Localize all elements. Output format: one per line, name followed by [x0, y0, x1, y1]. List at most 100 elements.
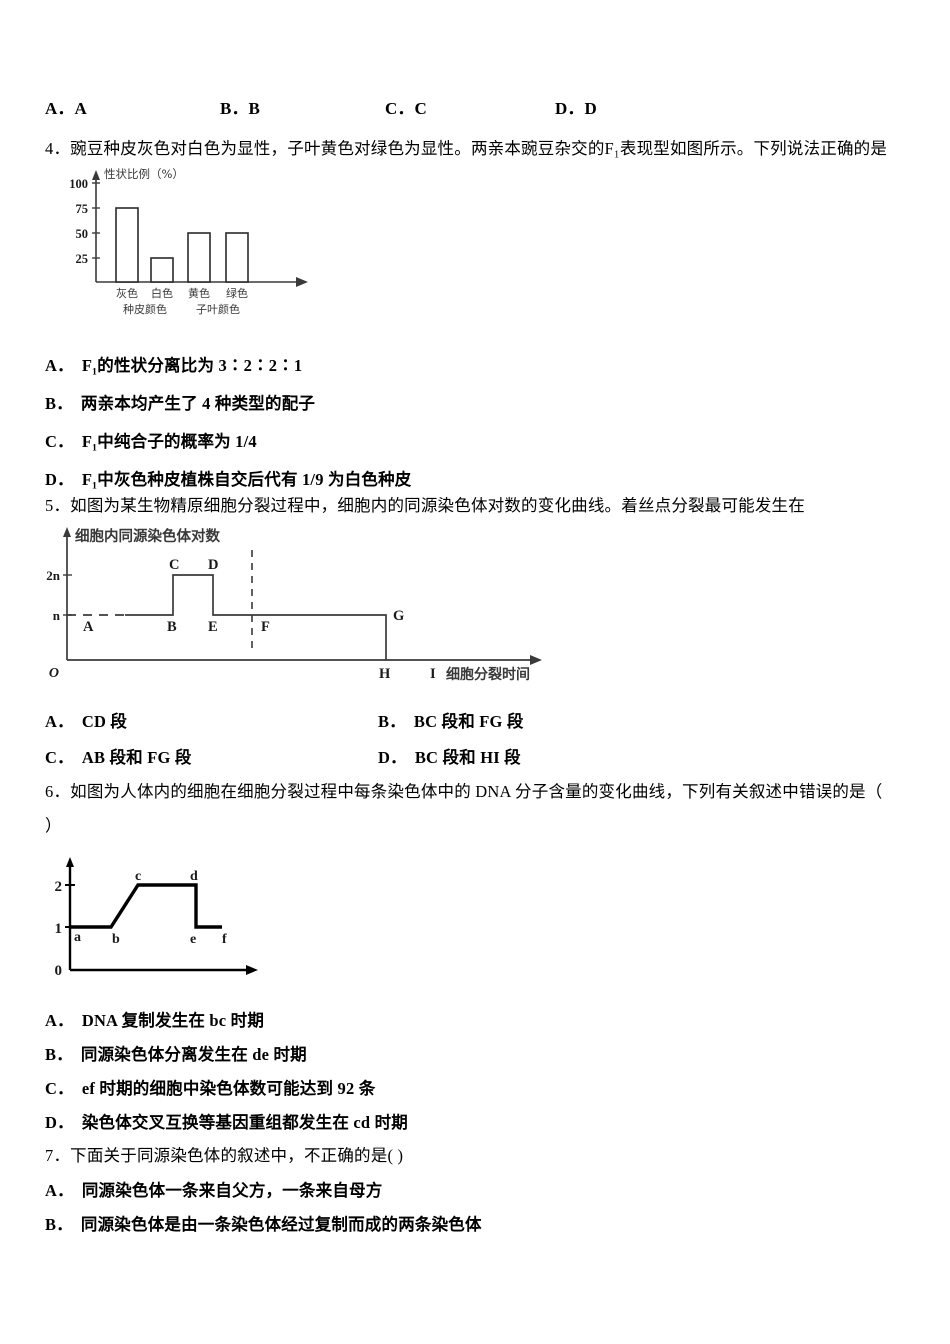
q4-option-b: B． 两亲本均产生了 4 种类型的配子	[45, 390, 315, 414]
ytick-100: 100	[69, 177, 88, 191]
q5-option-c-text: AB 段和 FG 段	[81, 748, 192, 767]
previous-question-options-row: A．A B．B C．C D．D	[45, 99, 905, 119]
q6-option-d-label: D．	[45, 1113, 74, 1132]
q4-option-d-label: D．	[45, 470, 74, 489]
q4-bar-chart-figure: 100 75 50 25 性状比例（%） 灰色 白色 黄色 绿色 种皮颜色 子叶…	[48, 165, 328, 330]
question-7-stem: 7．下面关于同源染色体的叙述中，不正确的是( )	[45, 1142, 915, 1166]
q7-option-b-label: B．	[45, 1215, 73, 1234]
question-5-number: 5．	[45, 496, 71, 515]
q5-option-c: C． AB 段和 FG 段	[45, 744, 192, 768]
point-F: F	[261, 619, 270, 635]
ytick-50: 50	[76, 227, 89, 241]
q6-option-b-label: B．	[45, 1045, 73, 1064]
question-6-stem-continued: ）	[45, 816, 62, 835]
q5-option-b-text: BC 段和 FG 段	[413, 712, 524, 731]
q7-option-a: A． 同源染色体一条来自父方，一条来自母方	[45, 1177, 382, 1201]
q6-option-c-label: C．	[45, 1079, 74, 1098]
point-C: C	[169, 557, 179, 573]
ytick-2n: 2n	[46, 568, 61, 583]
q4-option-a-text: F₁的性状分离比为 3∶2∶2∶1	[81, 356, 303, 375]
point-B: B	[167, 619, 177, 635]
ytick-1: 1	[55, 921, 63, 937]
q4-option-d: D． F₁中灰色种皮植株自交后代有 1/9 为白色种皮	[45, 466, 412, 490]
bar-white	[150, 257, 174, 283]
cat-green: 绿色	[226, 286, 248, 300]
dna-curve	[71, 883, 222, 929]
q6-option-b: B． 同源染色体分离发生在 de 时期	[45, 1041, 307, 1065]
cat-gray: 灰色	[116, 286, 138, 300]
q4-option-b-text: 两亲本均产生了 4 种类型的配子	[80, 394, 316, 413]
ytick-0: 0	[55, 963, 63, 979]
point-f: f	[222, 932, 227, 947]
q6-option-a: A． DNA 复制发生在 bc 时期	[45, 1007, 264, 1031]
q6-option-a-label: A．	[45, 1011, 74, 1030]
cat-yellow: 黄色	[188, 286, 210, 300]
question-4-number: 4．	[45, 139, 71, 158]
q5-option-b-label: B．	[378, 712, 406, 731]
chart-title: 细胞内同源染色体对数	[75, 527, 220, 545]
option-a: A．A	[45, 99, 87, 118]
question-5-stem: 5．如图为某生物精原细胞分裂过程中，细胞内的同源染色体对数的变化曲线。着丝点分裂…	[45, 492, 915, 516]
ytick-2: 2	[55, 879, 63, 895]
question-4-text: 豌豆种皮灰色对白色为显性，子叶黄色对绿色为显性。两亲本豌豆杂交的F₁表现型如图所…	[70, 139, 888, 158]
question-6-text: 如图为人体内的细胞在细胞分裂过程中每条染色体中的 DNA 分子含量的变化曲线，下…	[70, 782, 883, 801]
q5-option-d-label: D．	[378, 748, 407, 767]
q5-option-d-text: BC 段和 HI 段	[414, 748, 521, 767]
question-4-stem: 4．豌豆种皮灰色对白色为显性，子叶黄色对绿色为显性。两亲本豌豆杂交的F₁表现型如…	[45, 135, 915, 159]
q5-option-b: B． BC 段和 FG 段	[378, 708, 524, 732]
q5-option-c-label: C．	[45, 748, 74, 767]
point-A: A	[83, 619, 94, 635]
q7-option-b: B． 同源染色体是由一条染色体经过复制而成的两条染色体	[45, 1211, 482, 1235]
q4-option-c: C． F₁中纯合子的概率为 1/4	[45, 428, 257, 452]
cat-white: 白色	[151, 286, 173, 300]
q5-step-chart-figure: 细胞内同源染色体对数 2n n O A B C D E F G H I 细胞分裂…	[45, 525, 565, 693]
point-H: H	[379, 666, 391, 682]
bar-yellow	[187, 232, 211, 283]
q4-option-b-label: B．	[45, 394, 73, 413]
point-D: D	[208, 557, 218, 573]
option-d: D．D	[555, 99, 597, 118]
q4-option-a-label: A．	[45, 356, 74, 375]
ytick-n: n	[53, 608, 61, 623]
q4-option-a: A． F₁的性状分离比为 3∶2∶2∶1	[45, 352, 302, 376]
question-6-stem: 6．如图为人体内的细胞在细胞分裂过程中每条染色体中的 DNA 分子含量的变化曲线…	[45, 778, 915, 802]
q4-option-d-text: F₁中灰色种皮植株自交后代有 1/9 为白色种皮	[81, 470, 412, 489]
q6-option-c-text: ef 时期的细胞中染色体数可能达到 92 条	[81, 1079, 376, 1098]
point-d: d	[190, 869, 198, 884]
q6-option-d: D． 染色体交叉互换等基因重组都发生在 cd 时期	[45, 1109, 408, 1133]
q7-option-a-text: 同源染色体一条来自父方，一条来自母方	[81, 1181, 383, 1200]
group-seedcoat: 种皮颜色	[123, 302, 167, 316]
point-e: e	[190, 932, 196, 947]
ytick-25: 25	[76, 252, 89, 266]
q5-option-d: D． BC 段和 HI 段	[378, 744, 521, 768]
point-E: E	[208, 619, 218, 635]
question-5-text: 如图为某生物精原细胞分裂过程中，细胞内的同源染色体对数的变化曲线。着丝点分裂最可…	[70, 496, 805, 515]
chart-title: 性状比例（%）	[104, 167, 184, 181]
point-a: a	[74, 930, 81, 945]
point-I: I	[430, 666, 436, 682]
q7-option-a-label: A．	[45, 1181, 74, 1200]
option-c: C．C	[385, 99, 427, 118]
bar-gray	[115, 207, 139, 283]
q5-option-a: A．CD 段	[45, 708, 127, 732]
ytick-75: 75	[76, 202, 89, 216]
q6-option-b-text: 同源染色体分离发生在 de 时期	[80, 1045, 307, 1064]
origin-label: O	[49, 666, 59, 681]
question-7-text: 下面关于同源染色体的叙述中，不正确的是( )	[70, 1146, 404, 1165]
step-curve	[125, 574, 387, 660]
point-b: b	[112, 932, 120, 947]
q5-option-a-text: CD 段	[81, 712, 128, 731]
q4-option-c-text: F₁中纯合子的概率为 1/4	[81, 432, 257, 451]
option-b: B．B	[220, 99, 260, 118]
q4-option-c-label: C．	[45, 432, 74, 451]
q6-option-d-text: 染色体交叉互换等基因重组都发生在 cd 时期	[81, 1113, 408, 1132]
point-G: G	[393, 608, 404, 624]
xaxis-label: 细胞分裂时间	[446, 666, 530, 683]
bar-green	[225, 232, 249, 283]
q7-option-b-text: 同源染色体是由一条染色体经过复制而成的两条染色体	[80, 1215, 482, 1234]
question-7-number: 7．	[45, 1146, 71, 1165]
point-c: c	[135, 869, 141, 884]
question-6-number: 6．	[45, 782, 71, 801]
q6-option-a-text: DNA 复制发生在 bc 时期	[81, 1011, 265, 1030]
